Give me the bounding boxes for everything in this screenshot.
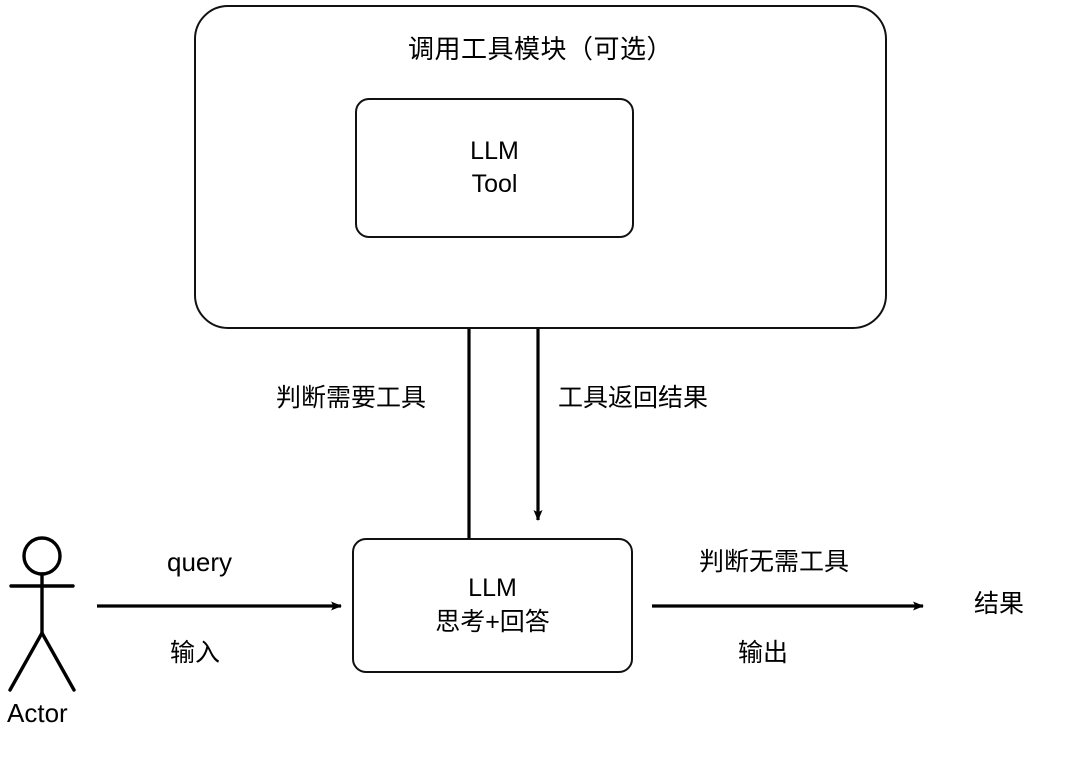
result-node-label: 结果 bbox=[974, 590, 1025, 618]
edge-label-query: query bbox=[167, 547, 233, 577]
llm-core-label-line2: 思考+回答 bbox=[435, 607, 550, 636]
llm-tool-box[interactable]: LLM Tool bbox=[355, 98, 634, 238]
tool-module-title: 调用工具模块（可选） bbox=[407, 34, 673, 64]
llm-tool-label-line1: LLM bbox=[470, 136, 519, 165]
llm-tool-label-line2: Tool bbox=[471, 170, 518, 198]
actor-leg-left bbox=[8, 631, 44, 692]
llm-core-label-line1: LLM bbox=[468, 574, 517, 602]
llm-core-box[interactable]: LLM 思考+回答 bbox=[352, 538, 633, 673]
actor-leg-right bbox=[40, 631, 76, 692]
actor-head-icon bbox=[22, 536, 62, 576]
edge-label-no-tool: 判断无需工具 bbox=[699, 548, 850, 576]
edge-label-tool-result: 工具返回结果 bbox=[558, 384, 709, 412]
actor-figure bbox=[8, 536, 76, 692]
edge-label-input: 输入 bbox=[170, 639, 221, 667]
edge-label-need-tool: 判断需要工具 bbox=[276, 384, 427, 412]
actor-caption: Actor bbox=[7, 698, 68, 728]
edge-label-output: 输出 bbox=[738, 639, 789, 667]
